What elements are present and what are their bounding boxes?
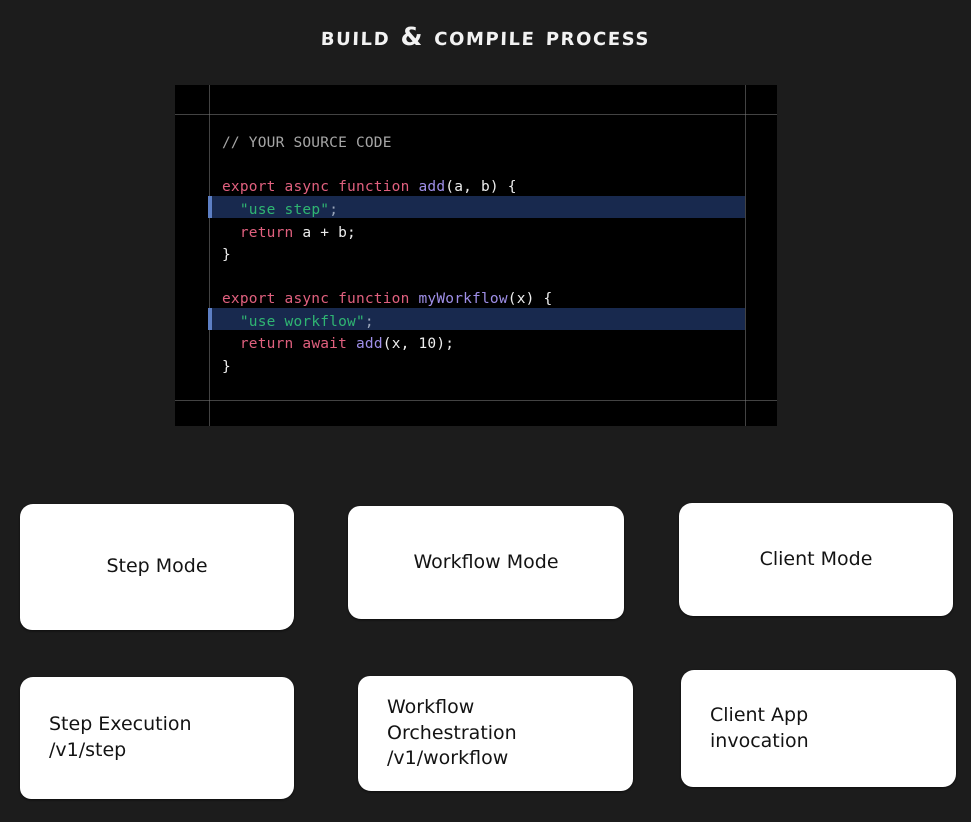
code-token: ); (436, 336, 455, 352)
code-line: export async function add(a, b) { (222, 176, 517, 198)
node-label: Workflow Mode (413, 550, 559, 573)
code-token: export async function (222, 179, 419, 195)
node-label-line: Workflow (387, 696, 475, 719)
code-line: "use step"; (222, 199, 338, 221)
node-label-line: invocation (710, 729, 809, 752)
code-token: a + b; (293, 225, 356, 241)
code-line-highlight (208, 196, 745, 218)
code-line: return a + b; (222, 222, 356, 244)
source-code-panel: // YOUR SOURCE CODE export async function… (175, 85, 777, 426)
node-workflow-orchestration[interactable]: Workflow Orchestration /v1/workflow (358, 676, 633, 791)
page-title: Build & Compile Process (320, 22, 651, 51)
node-step-execution[interactable]: Step Execution /v1/step (20, 677, 294, 799)
code-token: 10 (418, 336, 437, 352)
code-token: ; (329, 202, 339, 218)
node-label-line: /v1/workflow (387, 747, 509, 770)
code-token (222, 336, 240, 352)
code-token: return await (239, 336, 356, 352)
node-label-line: Step Execution (49, 713, 192, 736)
code-line: // YOUR SOURCE CODE (222, 132, 392, 154)
node-client-app-invocation[interactable]: Client App invocation (681, 670, 956, 787)
panel-guide-right (745, 85, 746, 426)
code-line-highlight (208, 308, 745, 330)
code-token: // YOUR SOURCE CODE (222, 135, 392, 151)
code-line: return await add(x, 10); (222, 333, 454, 355)
code-token: "use step" (239, 202, 330, 218)
code-lines-container: // YOUR SOURCE CODE export async function… (175, 85, 777, 426)
node-label-line: /v1/step (49, 739, 127, 761)
code-token: myWorkflow (418, 291, 508, 307)
code-token: ; (364, 314, 374, 330)
node-client-mode[interactable]: Client Mode (679, 503, 953, 616)
code-token: } (222, 247, 231, 263)
code-token (222, 314, 240, 330)
node-step-mode[interactable]: Step Mode (20, 504, 294, 630)
code-line: } (222, 244, 231, 266)
code-token: add (418, 179, 446, 195)
node-label: Client Mode (759, 547, 873, 570)
code-token (222, 202, 240, 218)
code-line: "use workflow"; (222, 311, 374, 333)
node-label-line: Orchestration (387, 721, 517, 744)
code-token: return (239, 225, 294, 241)
node-workflow-mode[interactable]: Workflow Mode (348, 506, 624, 619)
panel-guide-top (175, 114, 777, 115)
code-line: export async function myWorkflow(x) { (222, 288, 552, 310)
panel-guide-bottom (175, 400, 777, 401)
code-token: "use workflow" (239, 314, 365, 330)
code-token: (x) { (507, 291, 553, 307)
code-token: (x, (382, 336, 419, 352)
code-token: add (355, 336, 383, 352)
code-token: (a, b) { (445, 179, 517, 195)
panel-guide-left (209, 85, 210, 426)
code-token (222, 225, 240, 241)
code-token: } (222, 359, 231, 375)
code-line: } (222, 356, 231, 378)
code-token: export async function (222, 291, 419, 307)
node-label-line: Client App (710, 703, 809, 726)
node-label: Step Mode (106, 555, 208, 578)
